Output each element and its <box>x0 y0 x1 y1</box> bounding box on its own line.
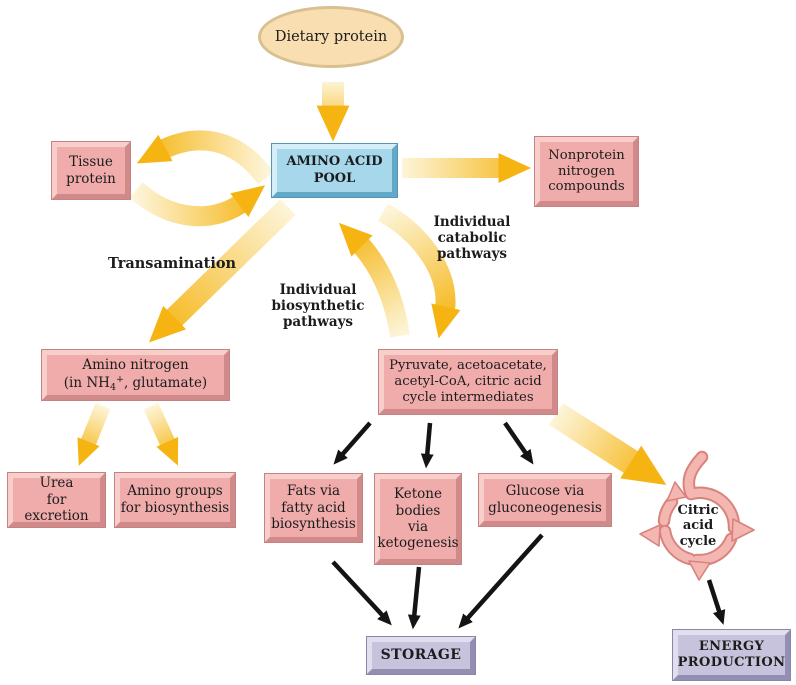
node-dietary-protein: Dietary protein <box>258 6 404 68</box>
node-amino-nitrogen: Amino nitrogen (in NH4+, glutamate) <box>42 350 229 400</box>
node-label: Pyruvate, acetoacetate, <box>389 357 547 373</box>
label-line: pathways <box>282 314 354 331</box>
node-ketone-bodies: Ketone bodies via ketogenesis <box>375 474 461 564</box>
arrow-pyruvate-to-ketone <box>420 422 434 469</box>
label-line: Individual <box>433 214 511 230</box>
arrow-glucose-to-storage <box>458 533 544 629</box>
node-label: Ketone <box>394 486 442 503</box>
label-biosynthetic-pathways: Individual biosynthetic pathways <box>258 282 378 331</box>
node-label: gluconeogenesis <box>488 500 602 516</box>
node-energy-production: ENERGY PRODUCTION <box>673 630 790 680</box>
label-citric-acid-cycle: Citric acid cycle <box>671 503 725 549</box>
node-label: Glucose via <box>505 483 585 500</box>
node-glucose: Glucose via gluconeogenesis <box>479 474 611 526</box>
arrow-citric-to-energy <box>706 579 726 625</box>
node-storage: STORAGE <box>367 637 475 674</box>
node-label: fatty acid <box>281 499 346 516</box>
citric-acid-cycle-icon <box>639 450 755 581</box>
formula-text: (in NH <box>63 374 110 391</box>
node-label: Tissue <box>69 153 113 170</box>
node-amino-acid-pool: AMINO ACID POOL <box>272 144 397 197</box>
label-line: cycle <box>679 533 717 549</box>
label-line: catabolic <box>437 230 507 247</box>
node-label: biosynthesis <box>271 516 356 533</box>
node-label: bodies <box>395 502 441 519</box>
node-nonprotein-nitrogen: Nonprotein nitrogen compounds <box>535 137 638 206</box>
node-label: protein <box>66 170 116 187</box>
arrow-pyruvate-to-glucose <box>503 421 534 465</box>
arrow-tissue-to-pool <box>129 182 266 227</box>
node-label: Amino nitrogen <box>82 356 189 373</box>
node-label: nitrogen <box>558 163 615 179</box>
node-label: acetyl-CoA, citric acid <box>394 373 542 389</box>
node-label: Fats via <box>286 483 341 500</box>
node-label: compounds <box>548 179 625 195</box>
node-label: AMINO ACID <box>286 154 383 170</box>
arrow-aminonitrogen-to-urea <box>77 402 111 466</box>
arrow-pool-to-tissue <box>136 130 275 185</box>
arrow-pyruvate-to-citric <box>548 403 667 485</box>
node-label: STORAGE <box>380 646 462 663</box>
arrow-catabolic-pathways <box>377 203 461 339</box>
label-line: biosynthetic <box>271 298 365 315</box>
label-catabolic-pathways: Individual catabolic pathways <box>422 214 522 263</box>
node-label: Amino groups <box>127 483 223 500</box>
formula-superscript: + <box>115 373 124 385</box>
node-amino-groups: Amino groups for biosynthesis <box>115 473 235 527</box>
arrow-aminonitrogen-to-aminogroups <box>143 402 179 466</box>
node-tissue-protein: Tissue protein <box>52 142 130 199</box>
label-transamination: Transamination <box>108 255 237 272</box>
node-label: (in NH4+, glutamate) <box>64 374 207 394</box>
node-label: PRODUCTION <box>677 655 786 670</box>
node-fats: Fats via fatty acid biosynthesis <box>265 474 362 542</box>
node-label: cycle intermediates <box>402 390 534 406</box>
node-label: for biosynthesis <box>120 500 230 516</box>
label-line: Individual <box>279 282 357 298</box>
node-label: via <box>408 519 428 535</box>
arrow-pyruvate-to-fats <box>333 421 372 465</box>
node-urea: Urea for excretion <box>8 473 105 527</box>
arrow-transamination <box>148 199 296 343</box>
formula-text: , glutamate) <box>123 374 208 391</box>
node-label: ENERGY <box>698 638 765 654</box>
label-line: Citric <box>677 503 719 518</box>
label-line: pathways <box>436 246 508 263</box>
arrow-fats-to-storage <box>331 560 392 626</box>
arrow-biosynthetic-pathways <box>338 222 410 338</box>
node-label: ketogenesis <box>377 535 459 552</box>
node-label: Urea <box>39 474 74 491</box>
node-label: for excretion <box>24 491 89 525</box>
arrow-ketone-to-storage <box>407 566 422 630</box>
node-pyruvate-intermediates: Pyruvate, acetoacetate, acetyl-CoA, citr… <box>379 350 557 414</box>
formula-subscript: 4 <box>109 381 116 393</box>
node-label: Dietary protein <box>274 29 388 45</box>
label-line: acid <box>682 518 714 534</box>
node-label: Nonprotein <box>548 147 625 163</box>
node-label: POOL <box>313 170 356 186</box>
